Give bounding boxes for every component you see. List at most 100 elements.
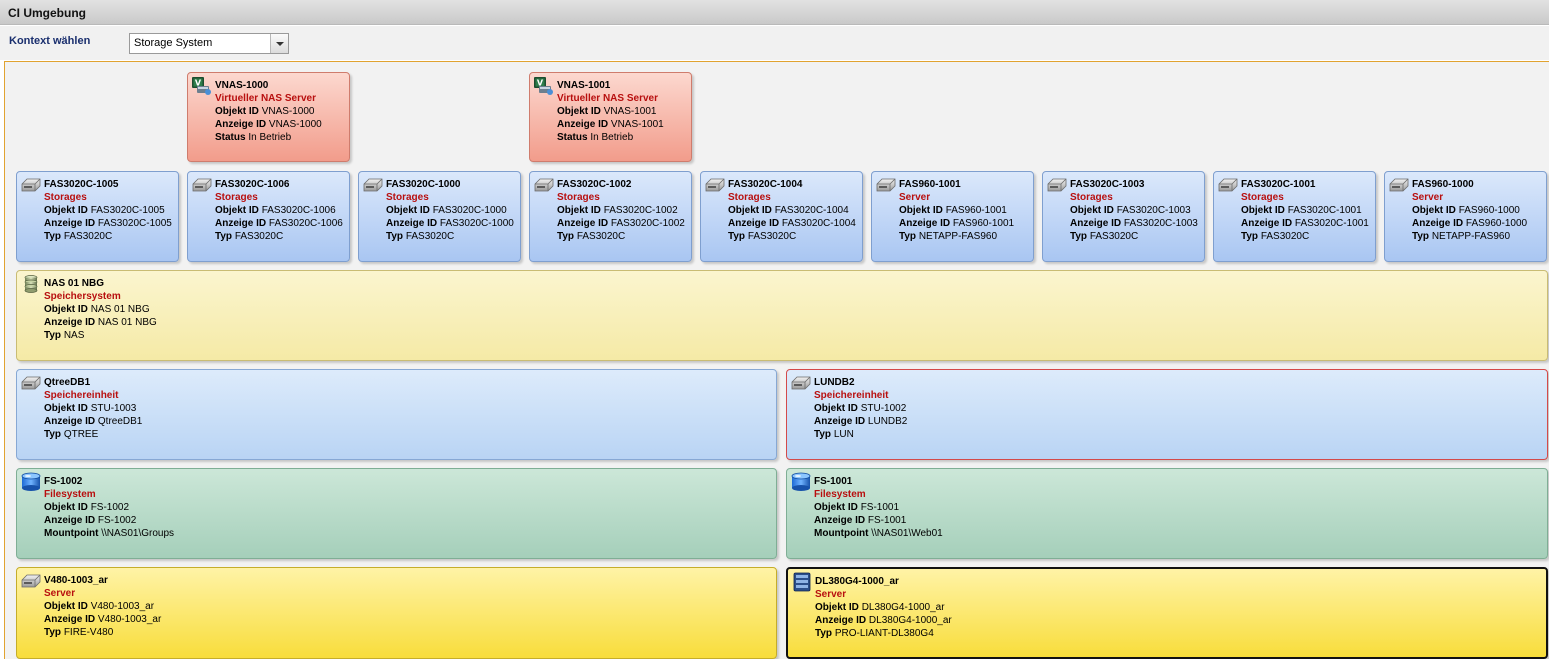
ci-field-key: Anzeige ID <box>899 218 951 229</box>
ci-field-value: DL380G4-1000_ar <box>868 615 952 626</box>
ci-name: V480-1003_ar <box>44 575 108 586</box>
ci-field-row: Anzeige ID VNAS-1000 <box>215 118 347 131</box>
storage-device-icon <box>1046 175 1068 195</box>
ci-field-row: Objekt ID VNAS-1000 <box>215 105 347 118</box>
filesystem-icon <box>790 472 812 492</box>
ci-field-key: Anzeige ID <box>728 218 780 229</box>
ci-field-key: Objekt ID <box>814 403 858 414</box>
ci-field-value: In Betrieb <box>590 132 634 143</box>
ci-field-value: FAS3020C <box>63 231 113 242</box>
ci-field-row: Objekt ID FAS3020C-1006 <box>215 204 347 217</box>
ci-field-row: Anzeige ID V480-1003_ar <box>44 613 774 626</box>
ci-field-row: Status In Betrieb <box>557 131 689 144</box>
ci-field-row: Typ FAS3020C <box>728 230 860 243</box>
ci-field-row: Anzeige ID LUNDB2 <box>814 415 1545 428</box>
ci-name: FAS3020C-1003 <box>1070 179 1145 190</box>
ci-field-row: Typ QTREE <box>44 428 774 441</box>
ci-field-value: FAS3020C-1005 <box>90 205 165 216</box>
ci-field-value: FS-1002 <box>90 502 130 513</box>
ci-type: Server <box>1412 192 1444 203</box>
ci-field-row: Objekt ID FAS3020C-1000 <box>386 204 518 217</box>
ci-name: NAS 01 NBG <box>44 278 105 289</box>
ci-name: FAS3020C-1000 <box>386 179 461 190</box>
ci-field-row: Objekt ID FS-1001 <box>814 501 1545 514</box>
ci-field-value: NAS 01 NBG <box>90 304 150 315</box>
ci-field-key: Typ <box>215 231 233 242</box>
ci-field-value: VNAS-1000 <box>268 119 322 130</box>
ci-field-key: Objekt ID <box>215 106 259 117</box>
ci-field-row: Anzeige ID FS-1002 <box>44 514 774 527</box>
storage-device-icon <box>1217 175 1239 195</box>
ci-field-key: Typ <box>44 429 62 440</box>
ci-field-value: FAS960-1001 <box>952 218 1015 229</box>
ci-name: VNAS-1000 <box>215 80 269 91</box>
ci-field-value: FAS3020C-1001 <box>1294 218 1369 229</box>
ci-type: Server <box>899 192 931 203</box>
ci-field-row: Anzeige ID FAS3020C-1001 <box>1241 217 1373 230</box>
filesystem-icon <box>20 472 42 492</box>
ci-field-key: Anzeige ID <box>44 416 96 427</box>
ci-field-key: Objekt ID <box>557 205 601 216</box>
ci-field-row: Mountpoint \\NAS01\Groups <box>44 527 774 540</box>
storage-device-icon <box>1388 175 1410 195</box>
svg-text:V: V <box>537 79 544 88</box>
ci-field-value: FIRE-V480 <box>63 627 114 638</box>
ci-field-key: Anzeige ID <box>215 119 267 130</box>
ci-field-row: Typ NAS <box>44 329 1545 342</box>
storage-device-icon <box>704 175 726 195</box>
ci-field-value: DL380G4-1000_ar <box>861 602 945 613</box>
ci-field-key: Anzeige ID <box>815 615 867 626</box>
ci-field-value: FAS3020C <box>405 231 455 242</box>
ci-field-value: In Betrieb <box>248 132 292 143</box>
ci-field-value: FAS3020C-1005 <box>97 218 172 229</box>
ci-type: Storages <box>44 192 87 203</box>
ci-type: Virtueller NAS Server <box>215 93 316 104</box>
vnas-icon: V <box>533 76 555 96</box>
ci-field-row: Typ LUN <box>814 428 1545 441</box>
ci-field-value: FS-1001 <box>867 515 907 526</box>
ci-field-key: Typ <box>728 231 746 242</box>
ci-field-value: FAS3020C-1004 <box>781 218 856 229</box>
ci-field-value: NETAPP-FAS960 <box>1431 231 1511 242</box>
ci-field-key: Anzeige ID <box>44 614 96 625</box>
ci-field-key: Anzeige ID <box>386 218 438 229</box>
chevron-down-icon[interactable] <box>270 34 288 53</box>
panel-title: CI Umgebung <box>8 6 86 20</box>
ci-name: FAS3020C-1005 <box>44 179 119 190</box>
ci-field-key: Status <box>215 132 246 143</box>
ci-field-row: Objekt ID FAS3020C-1001 <box>1241 204 1373 217</box>
ci-field-key: Anzeige ID <box>557 218 609 229</box>
ci-type: Storages <box>557 192 600 203</box>
server-stack-icon <box>791 572 813 592</box>
ci-field-row: Objekt ID FAS3020C-1004 <box>728 204 860 217</box>
ci-field-key: Typ <box>557 231 575 242</box>
ci-field-key: Anzeige ID <box>557 119 609 130</box>
ci-field-value: STU-1003 <box>90 403 137 414</box>
context-select[interactable]: Storage System <box>129 33 289 54</box>
ci-type: Storages <box>1241 192 1284 203</box>
ci-type: Storages <box>215 192 258 203</box>
